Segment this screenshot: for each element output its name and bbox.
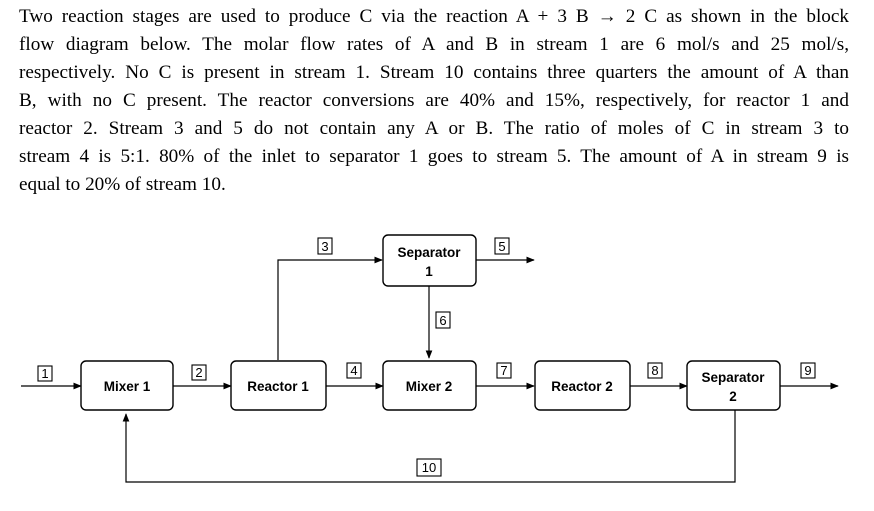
- stream-8-tag: 8: [647, 362, 663, 379]
- separator-2-number: 2: [729, 389, 737, 404]
- problem-line: stream 4 is 5:1. 80% of the inlet to sep…: [19, 146, 849, 167]
- stream-3-line: [277, 256, 383, 360]
- stream-6-number: 6: [439, 313, 446, 328]
- stream-4-tag: 4: [346, 362, 362, 379]
- problem-line: reactor 2. Stream 3 and 5 do not contain…: [19, 118, 849, 139]
- stream-9-number: 9: [804, 363, 811, 378]
- stream-4-number: 4: [350, 363, 357, 378]
- stream-5-tag: 5: [494, 237, 510, 255]
- problem-statement: Two reaction stages are used to produce …: [19, 3, 849, 199]
- separator-1-number: 1: [425, 264, 433, 279]
- stream-1-number: 1: [41, 366, 48, 381]
- problem-line: respectively. No C is present in stream …: [19, 62, 849, 83]
- stream-1-tag: 1: [37, 365, 53, 382]
- problem-line: equal to 20% of stream 10.: [19, 174, 226, 195]
- reactor-1-block: Reactor 1: [230, 360, 327, 411]
- mixer-1-label: Mixer 1: [104, 379, 151, 394]
- separator-1-label: Separator: [397, 245, 461, 260]
- stream-6-tag: 6: [435, 311, 451, 329]
- problem-line: Two reaction stages are used to produce …: [19, 6, 849, 27]
- stream-5-number: 5: [498, 239, 505, 254]
- stream-3-number: 3: [321, 239, 328, 254]
- stream-10-line: [122, 410, 736, 483]
- stream-2-number: 2: [195, 365, 202, 380]
- separator-1-block: Separator 1: [382, 234, 477, 287]
- mixer-1-block: Mixer 1: [80, 360, 174, 411]
- reactor-2-label: Reactor 2: [551, 379, 613, 394]
- separator-2-block: Separator 2: [686, 360, 781, 411]
- problem-line: flow diagram below. The molar flow rates…: [19, 34, 849, 55]
- separator-2-label: Separator: [701, 370, 765, 385]
- problem-line: B, with no C present. The reactor conver…: [19, 90, 849, 111]
- stream-8-number: 8: [651, 363, 658, 378]
- mixer-2-block: Mixer 2: [382, 360, 477, 411]
- stream-10-number: 10: [422, 460, 436, 475]
- stream-2-tag: 2: [191, 364, 207, 381]
- reactor-1-label: Reactor 1: [247, 379, 309, 394]
- stream-3-tag: 3: [317, 237, 333, 255]
- stream-10-tag: 10: [416, 458, 442, 477]
- stream-9-tag: 9: [800, 362, 816, 379]
- stream-7-tag: 7: [496, 362, 512, 379]
- mixer-2-label: Mixer 2: [406, 379, 453, 394]
- stream-7-number: 7: [500, 363, 507, 378]
- reactor-2-block: Reactor 2: [534, 360, 631, 411]
